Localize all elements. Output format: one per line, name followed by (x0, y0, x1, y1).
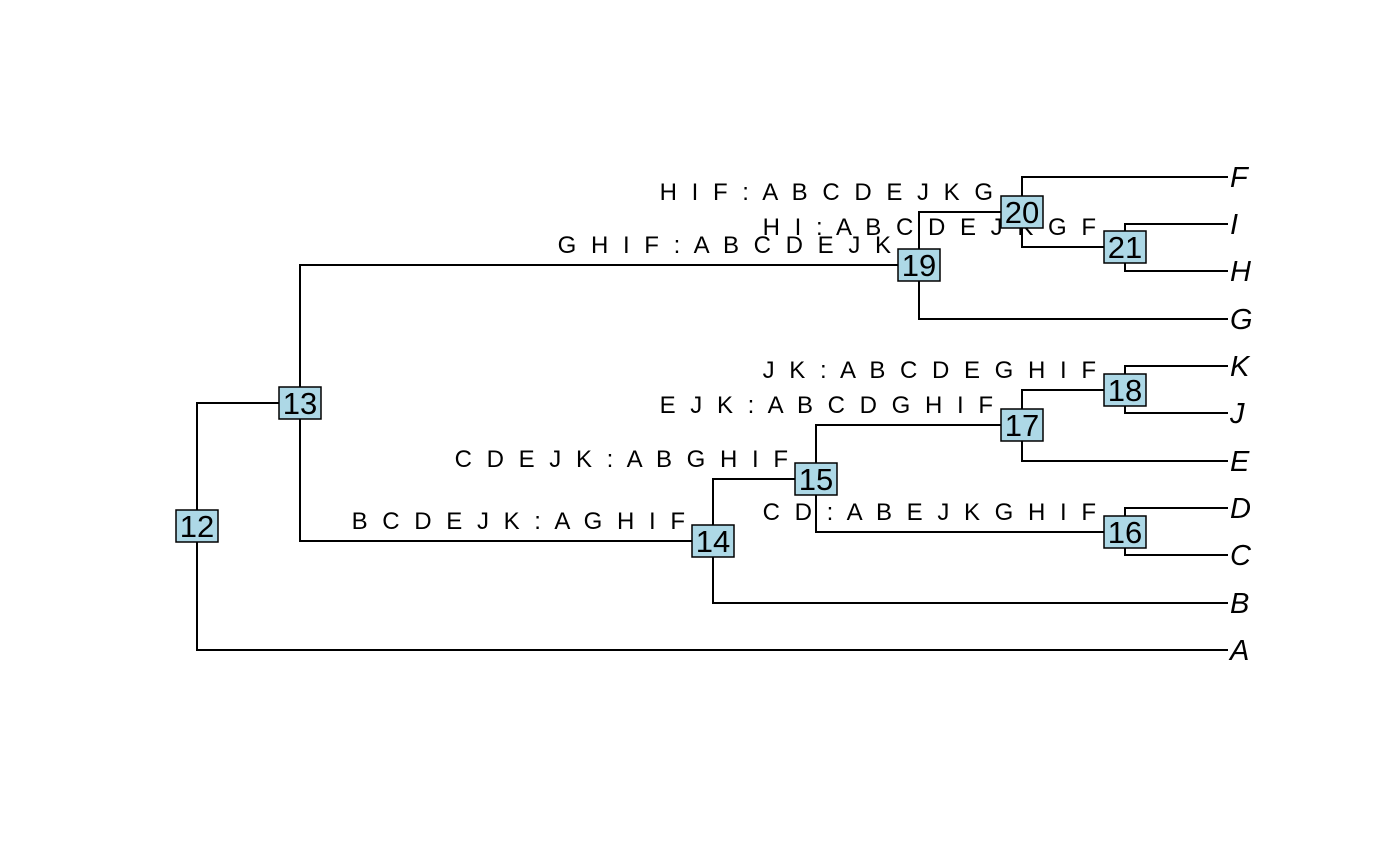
tip-label-C: C (1230, 540, 1252, 572)
node-label-13: 13 (283, 386, 317, 421)
edge-n13-to-n19 (299, 264, 919, 403)
node-15: 15 (794, 462, 838, 497)
node-label-17: 17 (1005, 408, 1039, 443)
tip-label-A: A (1228, 635, 1249, 667)
edge-n12-to-n13 (196, 402, 300, 526)
split-label-n20: H I F : A B C D E J K G (660, 179, 997, 206)
edge-n20-to-F (1021, 176, 1228, 212)
edge-n15-to-n17 (815, 424, 1022, 479)
node-13: 13 (278, 386, 322, 421)
node-21: 21 (1103, 230, 1147, 265)
tip-label-D: D (1230, 493, 1251, 525)
split-label-n14: B C D E J K : A G H I F (352, 508, 689, 535)
tip-label-G: G (1230, 304, 1253, 336)
edge-n13-to-n14 (299, 403, 713, 542)
split-label-n18: J K : A B C D E G H I F (763, 357, 1100, 384)
node-label-12: 12 (180, 509, 214, 544)
node-14: 14 (691, 524, 735, 559)
node-label-18: 18 (1108, 373, 1142, 408)
node-12: 12 (175, 509, 219, 544)
node-label-16: 16 (1108, 515, 1142, 550)
node-box-13 (278, 386, 322, 420)
edge-n19-to-n20 (918, 211, 1022, 265)
edge-n17-to-E (1021, 425, 1228, 462)
node-label-14: 14 (696, 524, 730, 559)
edge-n14-to-n15 (712, 478, 816, 541)
split-label-n16: C D : A B E J K G H I F (763, 499, 1100, 526)
tip-label-F: F (1230, 162, 1250, 194)
split-label-n19: G H I F : A B C D E J K (558, 232, 895, 259)
split-labels: H I F : A B C D E J K GH I : A B C D E J… (352, 179, 1100, 535)
node-box-15 (794, 462, 838, 496)
node-label-20: 20 (1005, 195, 1039, 230)
node-17: 17 (1000, 408, 1044, 443)
node-box-16 (1103, 515, 1147, 549)
edge-n19-to-G (918, 265, 1228, 320)
tip-label-B: B (1230, 588, 1249, 620)
node-box-14 (691, 524, 735, 558)
edge-n12-to-A (196, 526, 1228, 651)
node-box-21 (1103, 230, 1147, 264)
node-18: 18 (1103, 373, 1147, 408)
node-labels: 12 13 14 15 16 17 18 19 20 21 (175, 195, 1147, 559)
node-box-18 (1103, 373, 1147, 407)
tip-label-E: E (1230, 446, 1250, 478)
node-box-19 (897, 248, 941, 282)
tip-label-K: K (1230, 351, 1251, 383)
node-box-20 (1000, 195, 1044, 229)
tip-label-J: J (1229, 398, 1245, 430)
edge-n15-to-n16 (815, 479, 1125, 533)
node-label-19: 19 (902, 248, 936, 283)
edge-n14-to-B (712, 541, 1228, 604)
tree-edges (196, 176, 1228, 651)
node-label-21: 21 (1108, 230, 1142, 265)
node-label-15: 15 (799, 462, 833, 497)
node-20: 20 (1000, 195, 1044, 230)
split-label-n17: E J K : A B C D G H I F (660, 392, 997, 419)
node-box-12 (175, 509, 219, 543)
tip-label-I: I (1230, 209, 1238, 241)
split-label-n15: C D E J K : A B G H I F (455, 446, 792, 473)
node-16: 16 (1103, 515, 1147, 550)
node-19: 19 (897, 248, 941, 283)
node-box-17 (1000, 408, 1044, 442)
tip-label-H: H (1230, 256, 1251, 288)
